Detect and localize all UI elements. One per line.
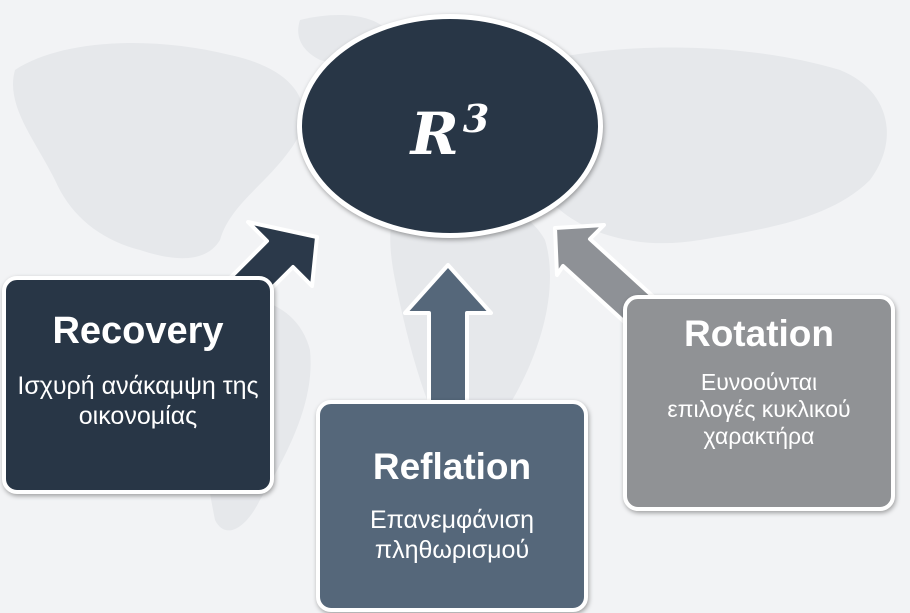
reflation-title: Reflation — [372, 446, 532, 487]
rotation-description: Ευνοούνται επιλογές κυκλικού χαρακτήρα — [667, 369, 851, 449]
reflation-description: Επανεμφάνιση πληθωρισμού — [369, 506, 535, 564]
r3-symbol: R — [410, 99, 459, 168]
rotation-title: Rotation — [683, 313, 835, 354]
reflation-card: Reflation Επανεμφάνιση πληθωρισμού — [316, 400, 588, 612]
rotation-card: Rotation Ευνοούνται επιλογές κυκλικού χα… — [623, 295, 895, 511]
arrow-reflation-to-hub — [403, 263, 493, 407]
north-america-shape — [13, 43, 304, 259]
recovery-description: Ισχυρή ανάκαμψη της οικονομίας — [17, 372, 259, 430]
recovery-title: Recovery — [52, 310, 224, 352]
recovery-card: Recovery Ισχυρή ανάκαμψη της οικονομίας — [2, 276, 274, 494]
r3-exponent: 3 — [462, 95, 490, 141]
